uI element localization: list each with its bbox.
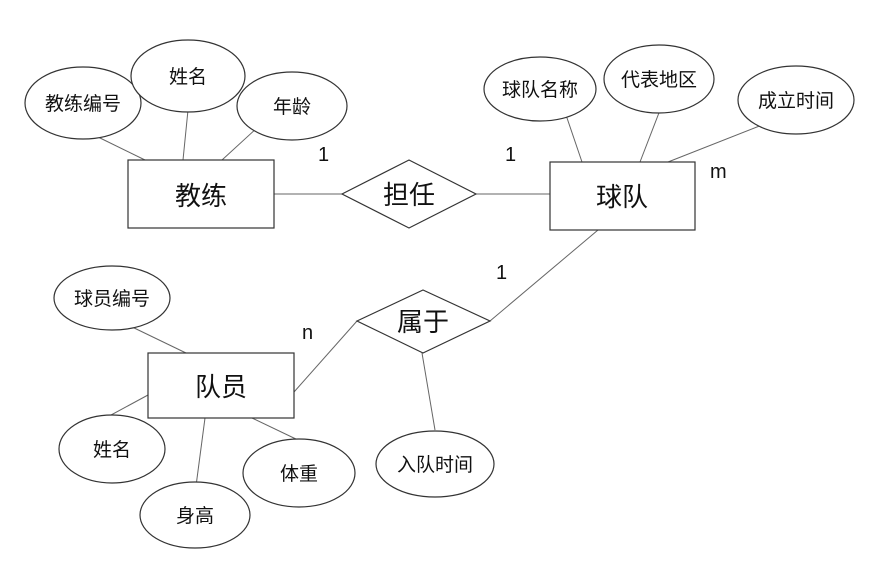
edge-belongs-join — [421, 352, 436, 431]
relationship-belongs: 属于 — [355, 289, 492, 354]
edge-coach-id — [97, 136, 146, 161]
edges — [97, 104, 763, 487]
relationship-serves: 担任 — [340, 159, 478, 229]
attribute-team-region: 代表地区 — [603, 44, 715, 114]
edge-team-belongs — [489, 229, 599, 322]
attribute-player-id: 球员编号 — [53, 265, 171, 331]
entity-team: 球队 — [549, 161, 696, 231]
edge-belongs-player — [293, 320, 358, 393]
edge-team-region — [639, 104, 663, 163]
edge-player-height — [195, 417, 206, 487]
edge-coach-age — [221, 126, 259, 161]
attribute-player-weight: 体重 — [242, 438, 356, 508]
entity-coach: 教练 — [127, 159, 275, 229]
cardinality-player-belongs: n — [302, 322, 313, 344]
cardinality-team-m: m — [710, 161, 727, 183]
entity-player-label: 队员 — [195, 373, 247, 403]
attribute-join-time: 入队时间 — [375, 430, 495, 498]
edge-team-founded — [667, 124, 763, 163]
cardinality-serves-team: 1 — [505, 144, 516, 166]
attribute-player-weight-label: 体重 — [280, 463, 318, 485]
edge-coach-name — [182, 109, 189, 161]
attribute-coach-name-label: 姓名 — [169, 66, 207, 88]
attribute-join-time-label: 入队时间 — [397, 454, 473, 476]
entity-coach-label: 教练 — [175, 182, 227, 212]
relationship-serves-label: 担任 — [383, 181, 435, 211]
edge-team-name — [565, 114, 583, 163]
attribute-coach-id-label: 教练编号 — [45, 93, 121, 115]
entity-team-label: 球队 — [596, 183, 648, 213]
attribute-player-height: 身高 — [139, 481, 251, 549]
attribute-coach-id: 教练编号 — [24, 66, 142, 140]
attribute-player-name-label: 姓名 — [93, 439, 131, 461]
attribute-coach-name: 姓名 — [130, 39, 246, 113]
attribute-player-id-label: 球员编号 — [74, 288, 150, 310]
attribute-coach-age: 年龄 — [236, 71, 348, 141]
attribute-coach-age-label: 年龄 — [273, 96, 311, 118]
edge-player-weight — [251, 417, 299, 441]
entity-player: 队员 — [147, 352, 295, 419]
attribute-player-height-label: 身高 — [176, 505, 214, 527]
cardinality-team-belongs: 1 — [496, 262, 507, 284]
attribute-player-name: 姓名 — [58, 414, 166, 484]
edge-player-id — [127, 324, 187, 354]
attribute-team-name-label: 球队名称 — [502, 79, 578, 101]
attribute-team-founded: 成立时间 — [737, 65, 855, 135]
attribute-team-region-label: 代表地区 — [621, 69, 697, 91]
relationship-belongs-label: 属于 — [397, 308, 449, 338]
attribute-team-name: 球队名称 — [483, 56, 597, 122]
cardinality-coach-serves: 1 — [318, 144, 329, 166]
attribute-team-founded-label: 成立时间 — [758, 90, 834, 112]
